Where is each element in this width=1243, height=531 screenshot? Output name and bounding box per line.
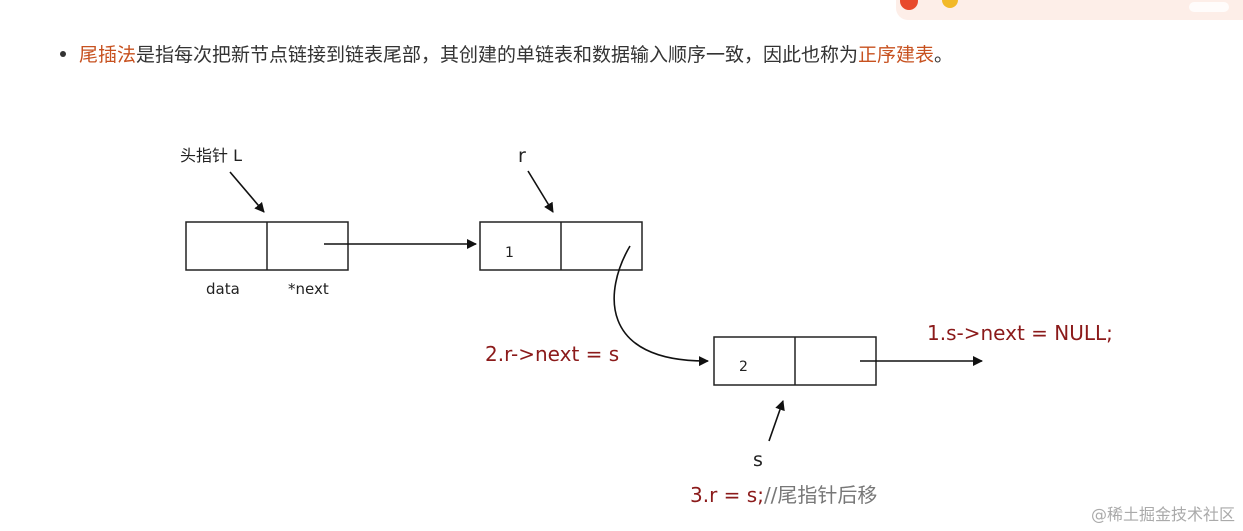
step3-code: 3.r = s;	[690, 483, 764, 507]
head-pointer-arrow	[229, 171, 265, 213]
step1-label: 1.s->next = NULL;	[927, 321, 1113, 345]
step2-label: 2.r->next = s	[485, 342, 619, 366]
decoration-pill	[1189, 2, 1229, 12]
s-pointer-label: s	[753, 449, 763, 471]
node2-value: 2	[739, 359, 748, 375]
node1-to-node2-curve-arrow	[613, 245, 709, 367]
bullet-period: 。	[934, 44, 954, 66]
watermark: @稀土掘金技术社区	[1090, 505, 1235, 524]
bullet-dot-icon	[60, 51, 66, 57]
data-field-label: data	[206, 280, 240, 298]
s-pointer-arrow	[768, 400, 785, 442]
next-field-label: *next	[288, 280, 329, 298]
highlight-term-forward-order: 正序建表	[858, 44, 935, 66]
emoji-decoration-icon	[900, 0, 918, 10]
r-pointer-arrow	[527, 170, 554, 213]
head-pointer-label: 头指针 L	[180, 146, 242, 165]
node1-value: 1	[505, 245, 514, 261]
step3-label: 3.r = s;//尾指针后移	[690, 483, 877, 507]
bullet-text: 是指每次把新节点链接到链表尾部，其创建的单链表和数据输入顺序一致，因此也称为	[136, 44, 859, 66]
r-pointer-label: r	[518, 145, 526, 167]
top-decoration	[896, 0, 1243, 20]
emoji-decoration-icon	[942, 0, 958, 8]
bullet-paragraph: 尾插法是指每次把新节点链接到链表尾部，其创建的单链表和数据输入顺序一致，因此也称…	[60, 40, 1210, 70]
step3-comment: //尾指针后移	[764, 483, 877, 507]
highlight-term-tail-insertion: 尾插法	[79, 44, 137, 66]
